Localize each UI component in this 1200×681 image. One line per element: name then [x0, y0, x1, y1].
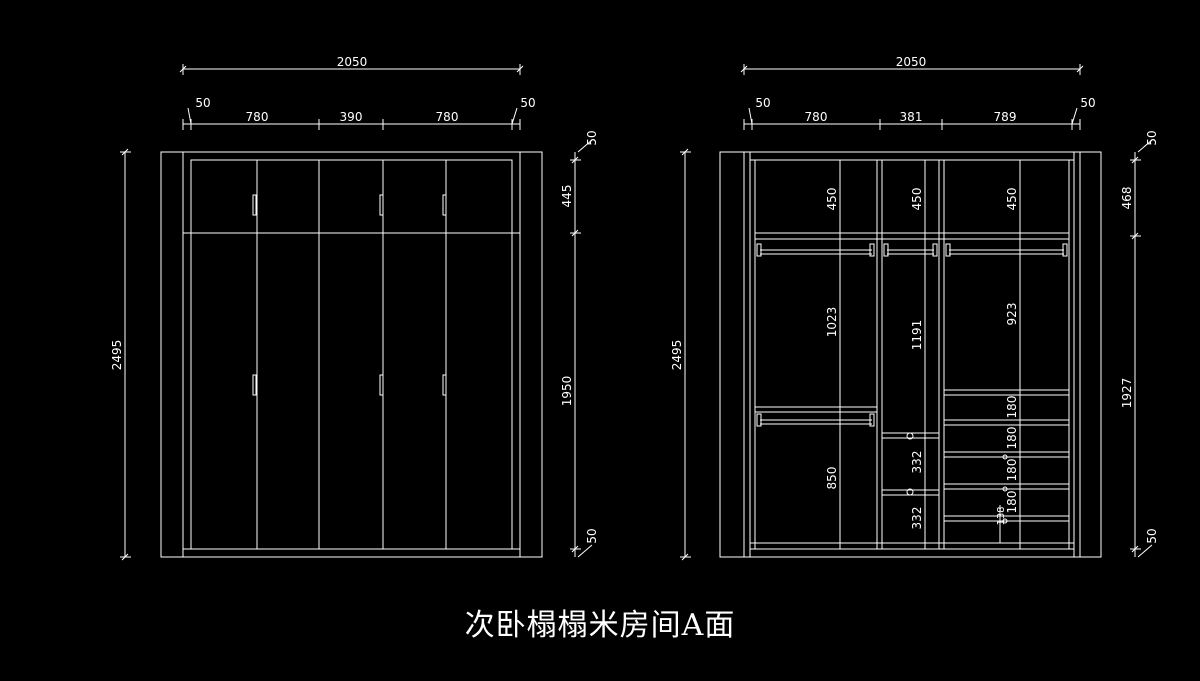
right-overall-height: 2495 [670, 340, 684, 371]
left-right-dim-2: 445 [560, 185, 574, 208]
left-seg-5: 50 [520, 96, 535, 110]
right-overall-width: 2050 [896, 55, 927, 69]
right-seg-2: 780 [805, 110, 828, 124]
right-seg-3: 381 [900, 110, 923, 124]
right-seg-5: 50 [1080, 96, 1095, 110]
drawing-title: 次卧榻榻米房间A面 [464, 608, 736, 643]
drawer-height-4: 180 [1005, 491, 1019, 514]
top-shelf-height-2: 450 [910, 188, 924, 211]
drawer-height-3: 180 [1005, 459, 1019, 482]
left-right-dim-1: 50 [585, 130, 599, 145]
left-right-dim-3: 1950 [560, 376, 574, 407]
drawer-height-2: 180 [1005, 427, 1019, 450]
left-overall-width: 2050 [337, 55, 368, 69]
middle-section-lower: 332 [910, 507, 924, 530]
right-right-dim-1: 50 [1145, 130, 1159, 145]
middle-section-mid: 332 [910, 451, 924, 474]
middle-section-upper: 1191 [910, 320, 924, 351]
top-shelf-height-3: 450 [1005, 188, 1019, 211]
right-right-dim-4: 50 [1145, 528, 1159, 543]
right-seg-4: 789 [994, 110, 1017, 124]
left-overall-height: 2495 [110, 340, 124, 371]
left-seg-1: 50 [195, 96, 210, 110]
left-section-lower: 850 [825, 467, 839, 490]
left-seg-3: 390 [340, 110, 363, 124]
left-elevation [120, 64, 593, 561]
right-seg-1: 50 [755, 96, 770, 110]
right-right-dim-3: 1927 [1120, 378, 1134, 409]
left-right-dim-4: 50 [585, 528, 599, 543]
top-shelf-height-1: 450 [825, 188, 839, 211]
right-elevation [680, 64, 1153, 561]
drawer-height-1: 180 [1005, 396, 1019, 419]
left-seg-2: 780 [246, 110, 269, 124]
left-section-upper: 1023 [825, 307, 839, 338]
small-dim: 138 [996, 506, 1007, 525]
right-section-upper: 923 [1005, 303, 1019, 326]
left-seg-4: 780 [436, 110, 459, 124]
right-right-dim-2: 468 [1120, 187, 1134, 210]
